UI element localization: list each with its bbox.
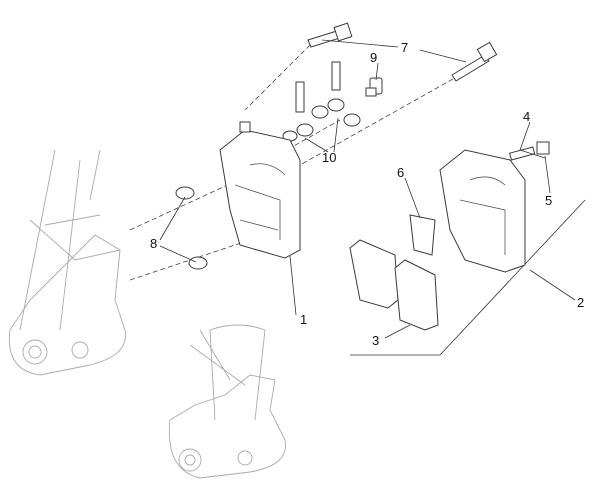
brake-pad-rear (349, 239, 399, 309)
caliper-bolts (307, 22, 498, 82)
pad-spring (409, 214, 436, 256)
right-fork-leg (168, 324, 286, 479)
left-caliper (219, 121, 301, 259)
pin-plug (536, 141, 550, 155)
brake-pad-front (394, 259, 439, 331)
callout-5: 5 (545, 193, 553, 208)
washer-upper (175, 186, 195, 200)
right-caliper (439, 149, 526, 273)
callout-4: 4 (523, 109, 531, 124)
washer-lower (188, 256, 208, 270)
callout-9: 9 (370, 50, 378, 65)
callout-7: 7 (401, 40, 409, 55)
leader-lines (159, 39, 576, 339)
callout-6: 6 (397, 165, 405, 180)
left-fork-leg (8, 149, 126, 376)
brake-line-fittings (282, 61, 361, 142)
callout-1: 1 (300, 312, 308, 327)
callout-10: 10 (322, 150, 337, 165)
callout-2: 2 (577, 295, 585, 310)
callout-3: 3 (372, 333, 380, 348)
bleed-screw (365, 77, 383, 97)
callout-8: 8 (150, 236, 158, 251)
